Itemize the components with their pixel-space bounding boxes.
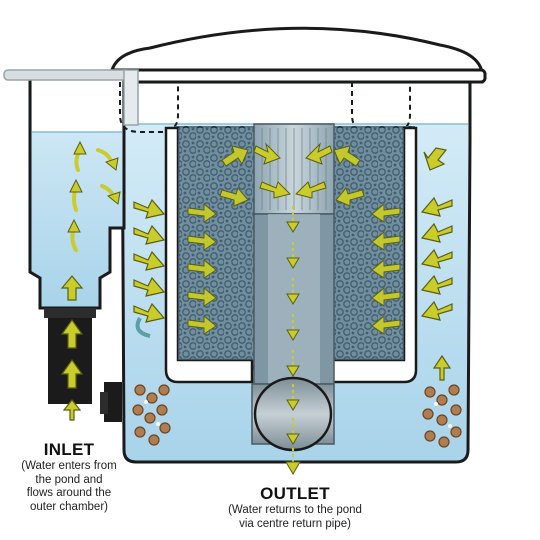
flow-arrow-icon xyxy=(60,275,84,421)
outlet-description-line: via centre return pipe) xyxy=(239,517,351,530)
inlet-fitting xyxy=(44,308,122,422)
inlet-description-line: the pond and xyxy=(35,473,103,486)
inlet-description-line: flows around the xyxy=(26,487,112,499)
inlet-description-line: outer chamber) xyxy=(30,500,108,513)
inlet-description-line: (Water enters from xyxy=(21,460,117,472)
inlet-label: INLET (Water enters from the pond and fl… xyxy=(8,440,130,514)
outlet-title: OUTLET xyxy=(260,484,330,503)
gravel-icon xyxy=(132,384,462,448)
outlet-description-line: (Water returns to the pond xyxy=(228,504,362,516)
overflow-pipe xyxy=(3,69,131,81)
inlet-title: INLET xyxy=(43,440,95,459)
outlet-label: OUTLET (Water returns to the pond via ce… xyxy=(200,484,390,531)
lid-rim xyxy=(108,68,487,84)
flow-arrows xyxy=(60,140,453,475)
